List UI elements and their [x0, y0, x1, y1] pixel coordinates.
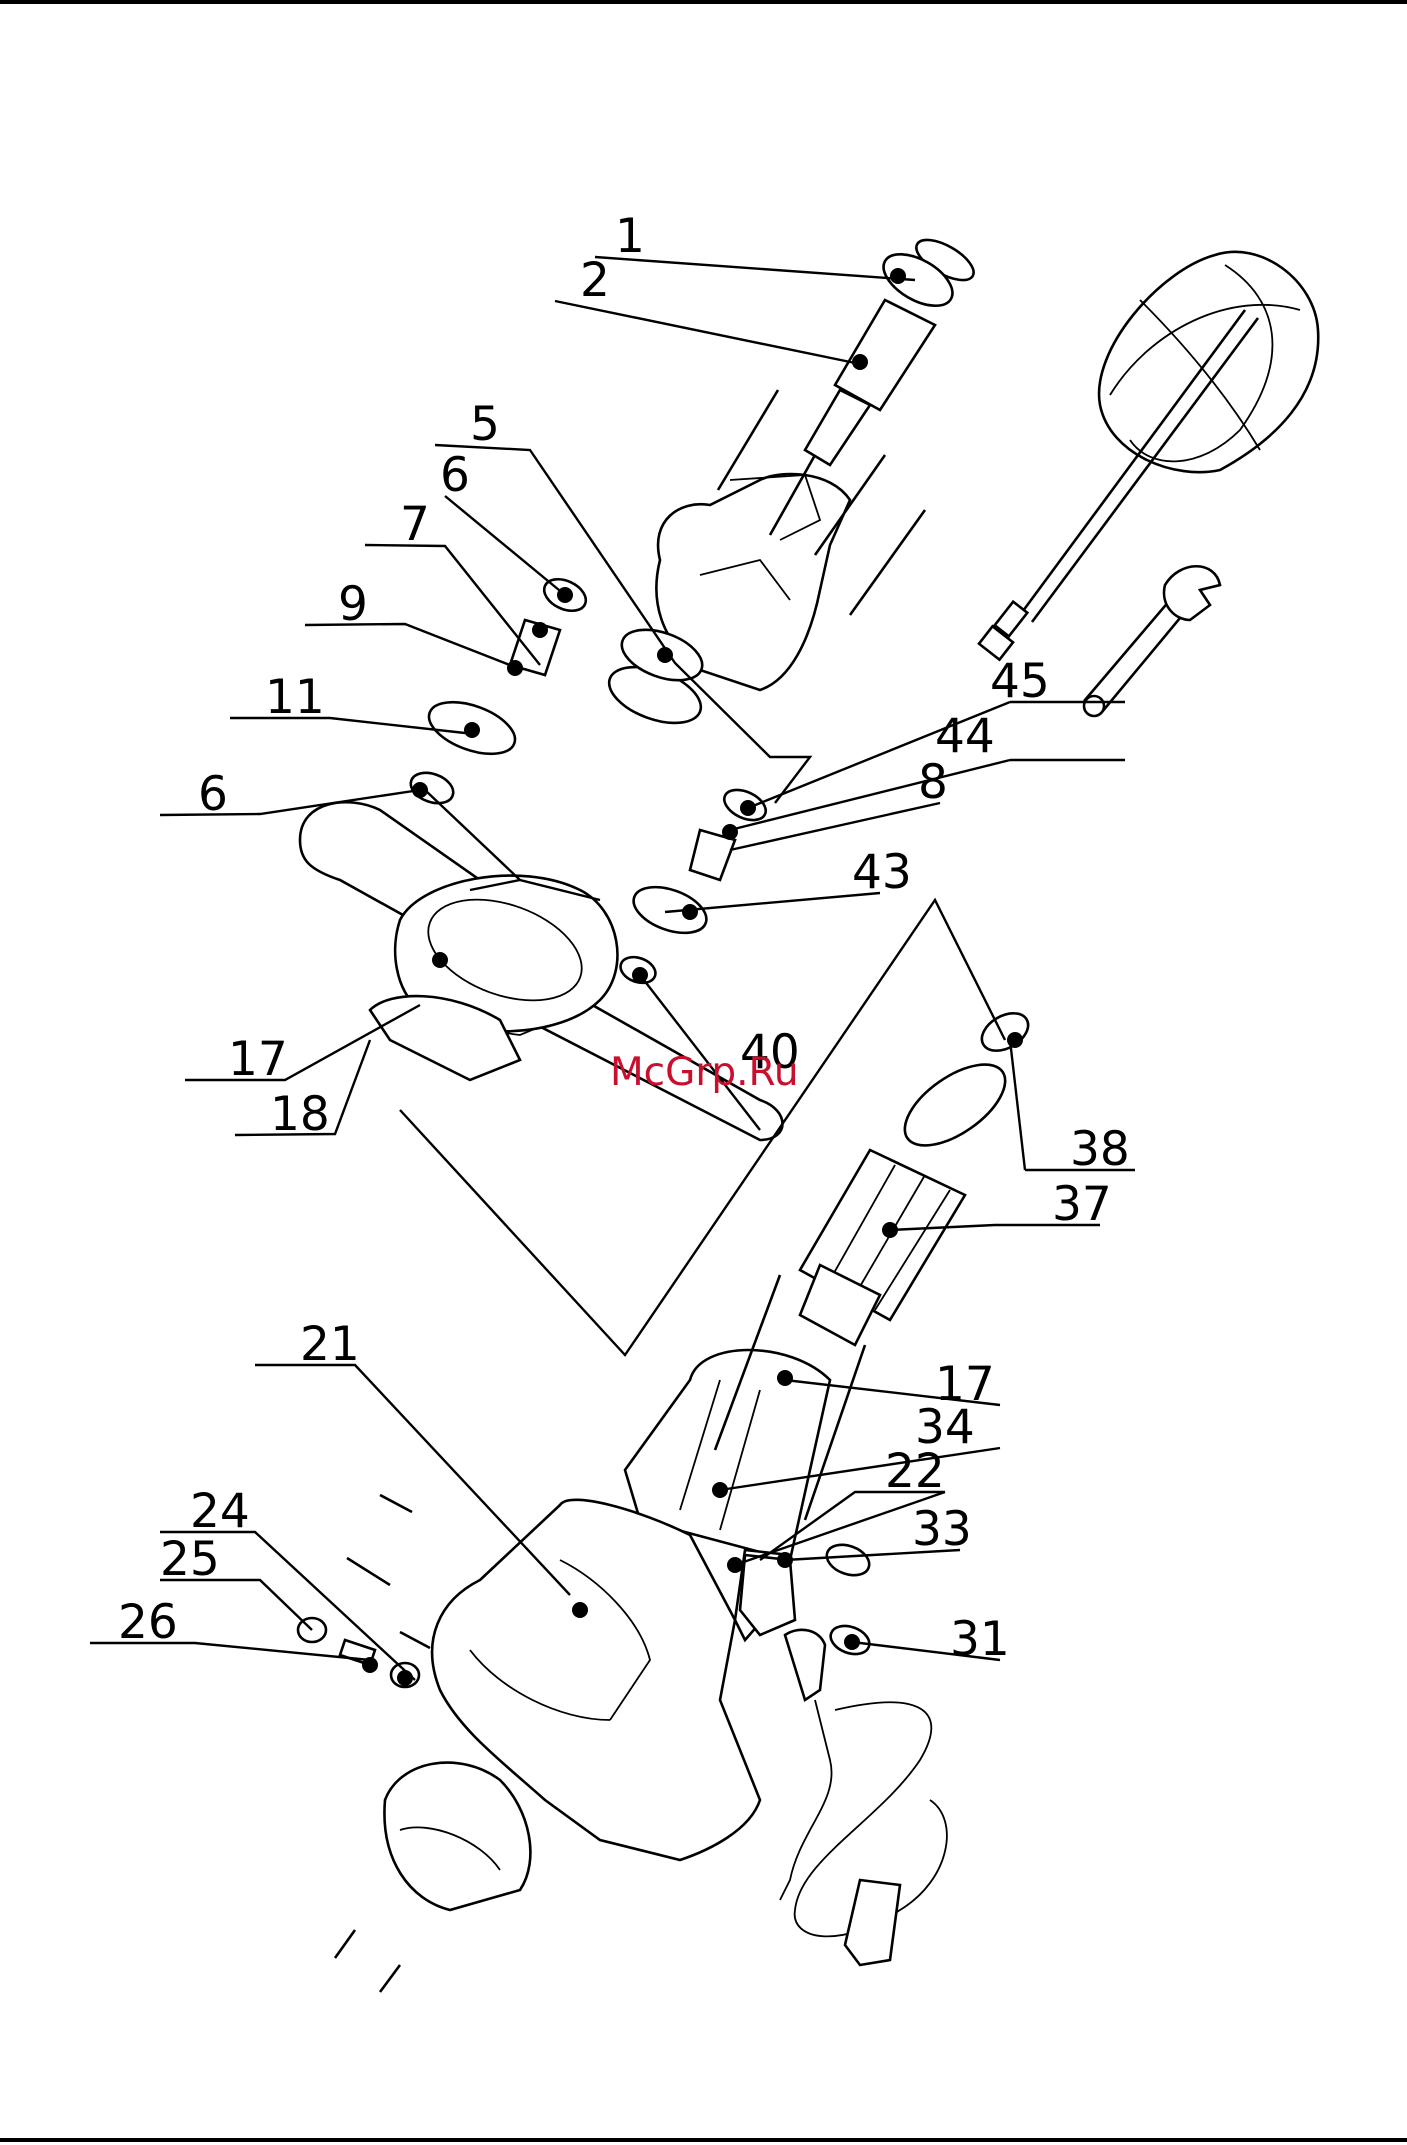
armature [800, 1006, 1035, 1345]
callout-2: 2 [580, 253, 610, 308]
callout-6-top: 6 [440, 448, 470, 503]
callout-25: 25 [160, 1532, 220, 1587]
callout-37: 37 [1052, 1177, 1112, 1232]
callout-31: 31 [950, 1612, 1010, 1667]
callout-18: 18 [270, 1087, 330, 1142]
callout-1: 1 [615, 209, 645, 264]
wrench [1084, 566, 1220, 716]
callout-17-top: 17 [228, 1032, 288, 1087]
callout-43: 43 [852, 845, 912, 900]
callout-labels: 1 2 5 6 7 9 11 6 45 44 8 43 17 18 40 38 … [118, 209, 1130, 1667]
callout-24: 24 [190, 1484, 250, 1539]
power-cord [780, 1630, 947, 1965]
callout-6-bottom: 6 [198, 767, 228, 822]
callout-33: 33 [912, 1502, 972, 1557]
rear-cap [384, 1763, 530, 1910]
watermark-text: McGrp.Ru [610, 1050, 799, 1095]
callout-38: 38 [1070, 1122, 1130, 1177]
callout-8: 8 [918, 755, 948, 810]
callout-11: 11 [265, 670, 325, 725]
callout-7: 7 [400, 497, 430, 552]
callout-21: 21 [300, 1317, 360, 1372]
callout-9: 9 [338, 577, 368, 632]
callout-45: 45 [990, 654, 1050, 709]
callout-22: 22 [885, 1444, 945, 1499]
callout-26: 26 [118, 1595, 178, 1650]
callout-5: 5 [470, 397, 500, 452]
mixing-paddle [979, 252, 1318, 660]
